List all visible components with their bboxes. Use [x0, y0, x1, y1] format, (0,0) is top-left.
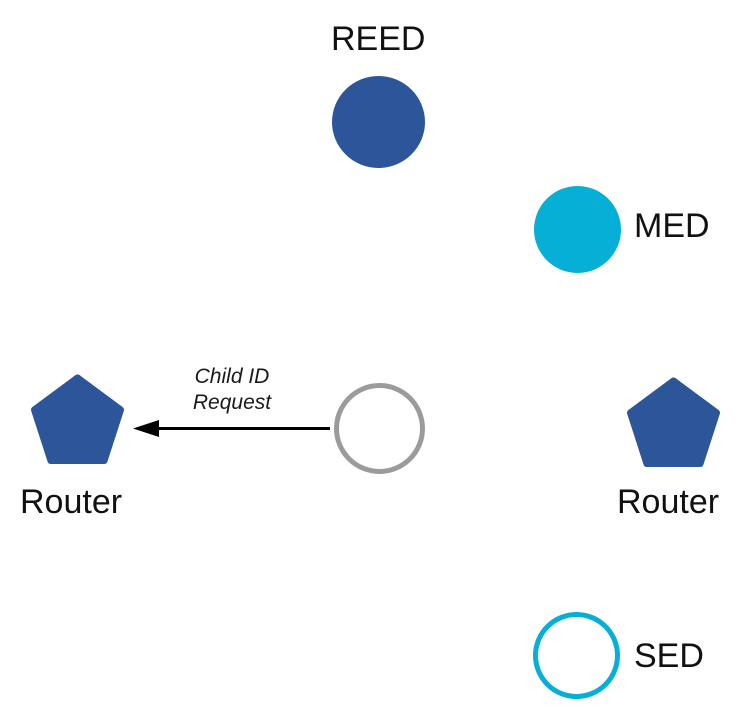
node-sed-circle[interactable]	[533, 612, 620, 699]
node-router-left-pentagon[interactable]	[31, 374, 124, 464]
node-label-sed: SED	[634, 637, 704, 675]
node-label-med: MED	[634, 207, 710, 245]
edge-child-id-request-arrowhead	[133, 420, 159, 437]
node-label-router-left: Router	[20, 483, 123, 521]
node-med-circle[interactable]	[534, 186, 621, 273]
node-center-device-circle[interactable]	[334, 383, 425, 474]
node-router-right-pentagon[interactable]	[627, 377, 720, 467]
node-label-reed: REED	[331, 20, 426, 58]
node-label-router-right: Router	[617, 483, 720, 521]
node-reed-circle[interactable]	[332, 76, 425, 168]
edge-label-child-id-request: Child ID Request	[192, 365, 272, 414]
